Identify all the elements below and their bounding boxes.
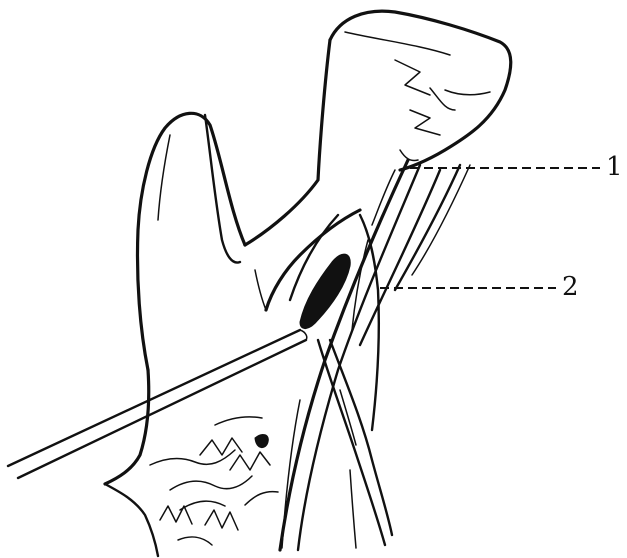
surgical-instrument [8,330,307,478]
nerve-bundle [280,150,470,550]
label-2: 2 [562,274,579,300]
dark-vessel-mass [300,254,350,328]
central-tissue [266,210,379,430]
left-flap [137,113,266,370]
label-1: 1 [606,154,623,180]
lower-tissue [105,370,278,556]
